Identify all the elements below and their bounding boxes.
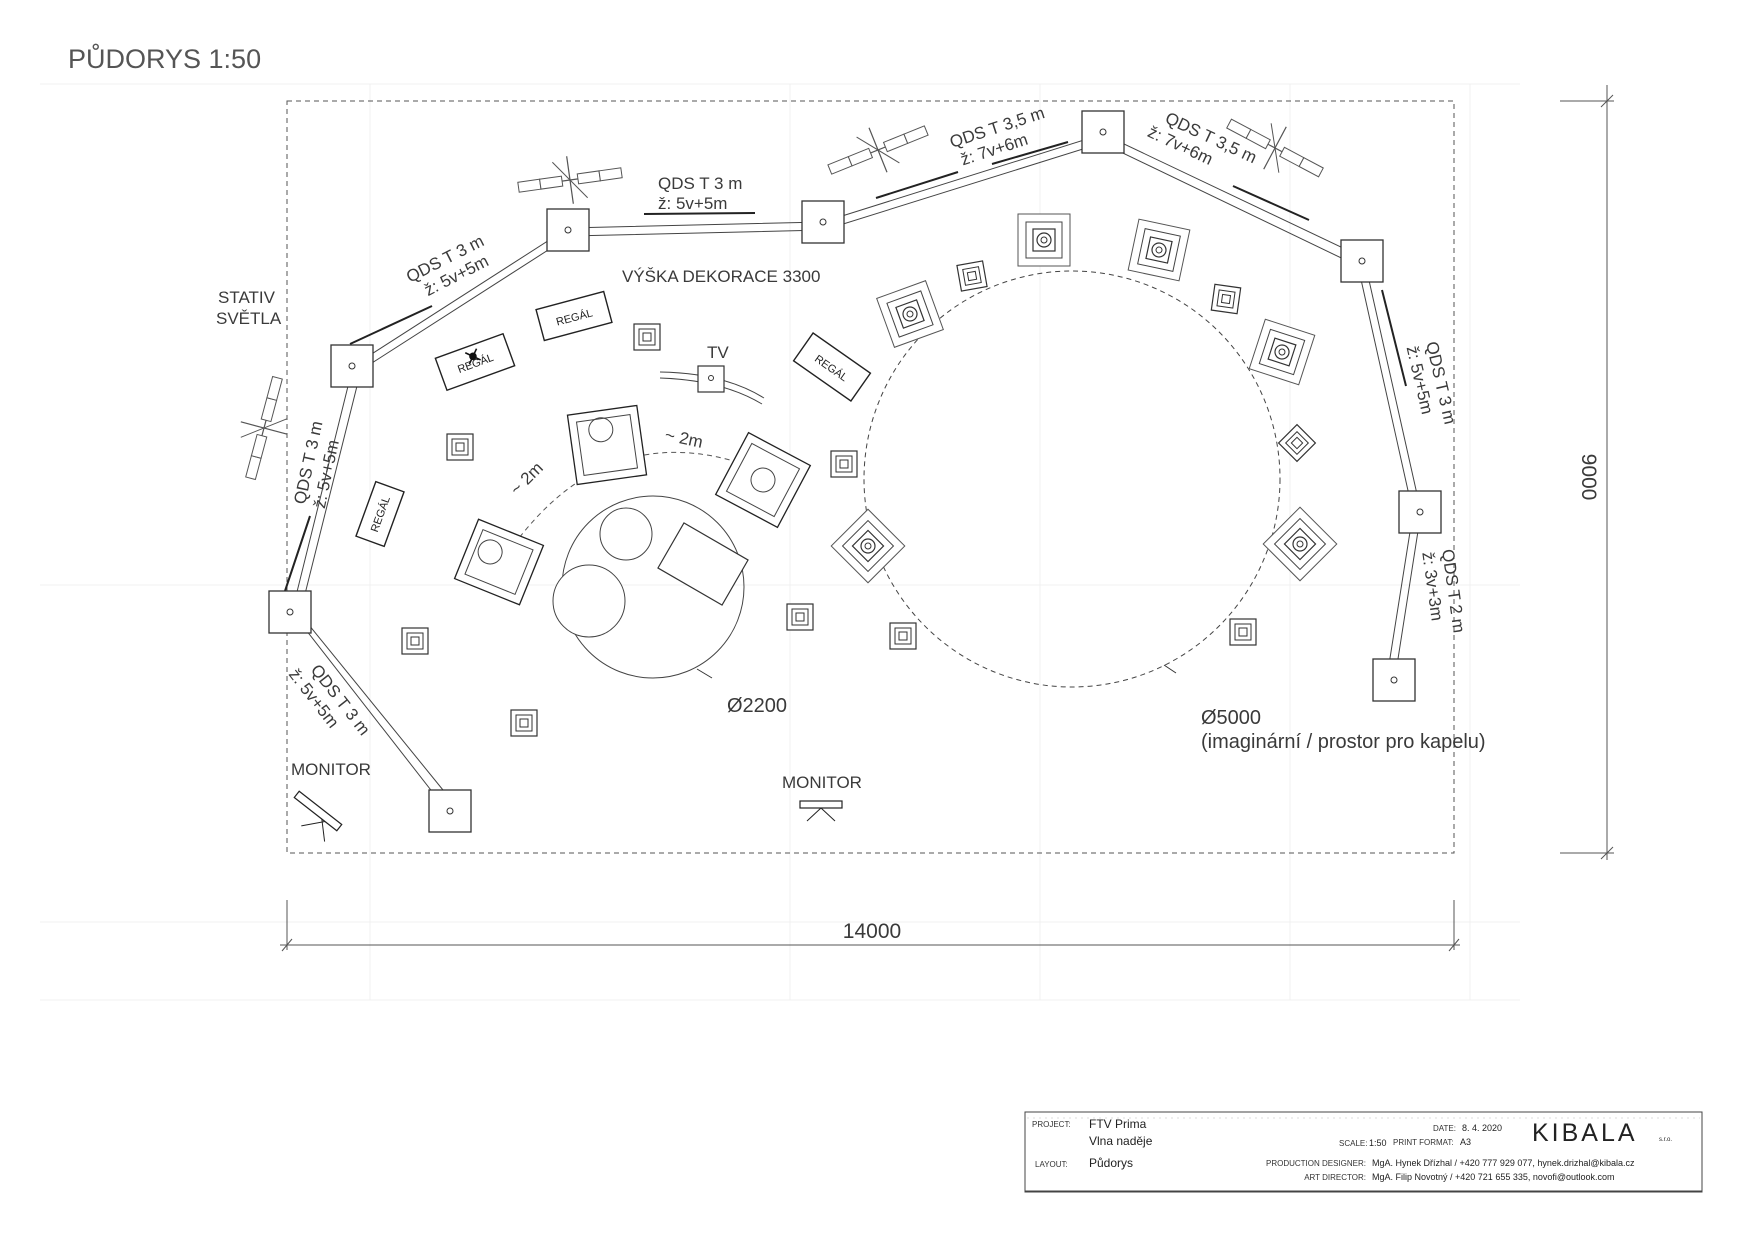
project-sub: Vlna naděje (1089, 1134, 1153, 1148)
stage-boundary (286, 100, 1455, 854)
band-area-circle (863, 270, 1281, 688)
light-icon (889, 622, 917, 650)
print-label: PRINT FORMAT: (1393, 1138, 1454, 1147)
large-circle-diameter: Ø5000 (1201, 707, 1261, 729)
dimension-width (280, 900, 1460, 952)
brand-suffix: s.r.o. (1659, 1137, 1672, 1143)
dimension-height (1560, 85, 1614, 860)
light-icon (956, 260, 988, 292)
project-name: FTV Prima (1089, 1117, 1147, 1131)
light-icon (786, 603, 814, 631)
title-block: PROJECT: FTV Prima Vlna naděje LAYOUT: P… (1024, 1111, 1703, 1193)
scale-label: SCALE: (1339, 1139, 1367, 1148)
truss-label: QDS T 3 mž: 5v+5m (290, 419, 346, 510)
tv-label: TV (707, 343, 729, 362)
stage-circle-small (552, 495, 749, 679)
speaker-icon (1017, 213, 1071, 267)
light-icon (830, 450, 858, 478)
art-director-value: MgA. Filip Novotný / +420 721 655 335, n… (1372, 1172, 1615, 1182)
monitor-label-left: MONITOR (291, 760, 371, 779)
date-label: DATE: (1433, 1124, 1456, 1133)
regal-shelf: REGÁL (535, 290, 613, 342)
distance-label-a: ~ 2m (663, 425, 704, 452)
print-value: A3 (1460, 1137, 1471, 1147)
speaker-icon (830, 508, 906, 584)
drawing-title: PŮDORYS 1:50 (68, 42, 261, 74)
distance-label-b: ~ 2m (506, 458, 547, 499)
regal-shelf: REGÁL (355, 480, 405, 548)
monitor-label-center: MONITOR (782, 773, 862, 792)
monitor-icon-center (799, 800, 843, 822)
regal-shelf: REGÁL (792, 332, 872, 402)
truss-label: QDS T 3,5 mž: 7v+6m (1145, 104, 1260, 185)
speaker-icon (876, 280, 944, 348)
light-icon (633, 323, 661, 351)
art-director-label: ART DIRECTOR: (1304, 1173, 1366, 1182)
truss-label: QDS T 3 mž: 5v+5m (285, 653, 374, 751)
truss-accents (283, 141, 1407, 595)
height-dimension-label: 9000 (1577, 454, 1600, 501)
band-circle-tick (1163, 664, 1177, 674)
production-designer-label: PRODUCTION DESIGNER: (1266, 1159, 1366, 1168)
light-stand-icon (820, 107, 936, 193)
light-icon (1210, 283, 1242, 315)
light-stand-icon (514, 148, 626, 212)
brand-logo: KIBALA (1532, 1119, 1638, 1147)
armchair-icon (453, 518, 545, 606)
speaker-icon (1127, 218, 1191, 282)
small-circle-diameter: Ø2200 (727, 695, 787, 717)
width-dimension-label: 14000 (843, 920, 901, 943)
light-icon (446, 433, 474, 461)
regal-shelf: REGÁL (434, 332, 516, 392)
light-icon (401, 627, 429, 655)
layout-label: LAYOUT: (1035, 1160, 1068, 1169)
light-icon (1278, 424, 1316, 462)
truss-label: QDS T 3 mž: 5v+5m (1403, 340, 1460, 431)
speaker-icon (1262, 506, 1338, 582)
layout-value: Půdorys (1089, 1156, 1133, 1170)
armchair-icon (714, 431, 812, 529)
decoration-height-label: VÝŠKA DEKORACE 3300 (622, 267, 820, 286)
production-designer-value: MgA. Hynek Dřízhal / +420 777 929 077, h… (1372, 1158, 1635, 1168)
light-icon (510, 709, 538, 737)
truss-label: QDS T 2 mž: 3v+3m (1418, 548, 1468, 637)
light-stand-icon (226, 370, 302, 486)
monitor-icon-left (293, 790, 343, 842)
speaker-icon (1248, 318, 1316, 386)
truss-label: QDS T 3 mž: 5v+5m (403, 231, 496, 304)
date-value: 8. 4. 2020 (1462, 1123, 1502, 1133)
armchair-icon (566, 404, 648, 486)
scale-value: 1:50 (1369, 1138, 1387, 1148)
tv-screen (659, 365, 765, 405)
light-icon (1229, 618, 1257, 646)
project-label: PROJECT: (1032, 1120, 1071, 1129)
large-circle-note: (imaginární / prostor pro kapelu) (1201, 731, 1486, 753)
